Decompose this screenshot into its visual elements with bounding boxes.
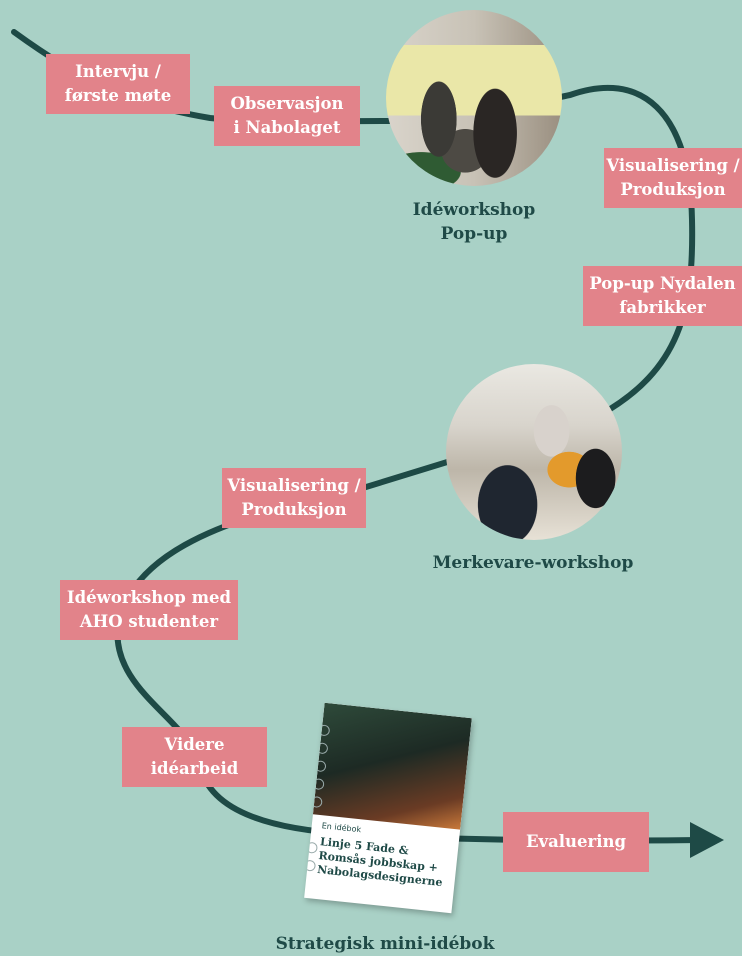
idebok-cover: En idébok Linje 5 Fade & Romsås jobbskap… [304,702,472,914]
caption-mini-idebok: Strategisk mini-idébok [275,934,495,954]
photo-merkevare-workshop [446,364,622,540]
caption-ideworkshop-popup: Idéworkshop Pop-up [412,200,536,244]
step-intervju: Intervju / første møte [46,54,190,114]
caption-merkevare-workshop: Merkevare-workshop [432,553,634,573]
step-evaluering: Evaluering [503,812,649,872]
step-visualisering-produksjon-2: Visualisering / Produksjon [222,468,366,528]
photo-ideworkshop-popup [386,10,562,186]
idebok-kicker: En idébok [321,821,362,835]
step-popup-nydalen: Pop-up Nydalen fabrikker [583,266,742,326]
arrow-head-icon [690,822,724,858]
idebok-title: Linje 5 Fade & Romsås jobbskap + Nabolag… [316,835,444,890]
step-observasjon: Observasjon i Nabolaget [214,86,360,146]
step-videre-idearbeid: Videre idéarbeid [122,727,267,787]
step-visualisering-produksjon-1: Visualisering / Produksjon [604,148,742,208]
idebok-cover-photo [312,702,472,830]
step-ideworkshop-aho: Idéworkshop med AHO studenter [60,580,238,640]
